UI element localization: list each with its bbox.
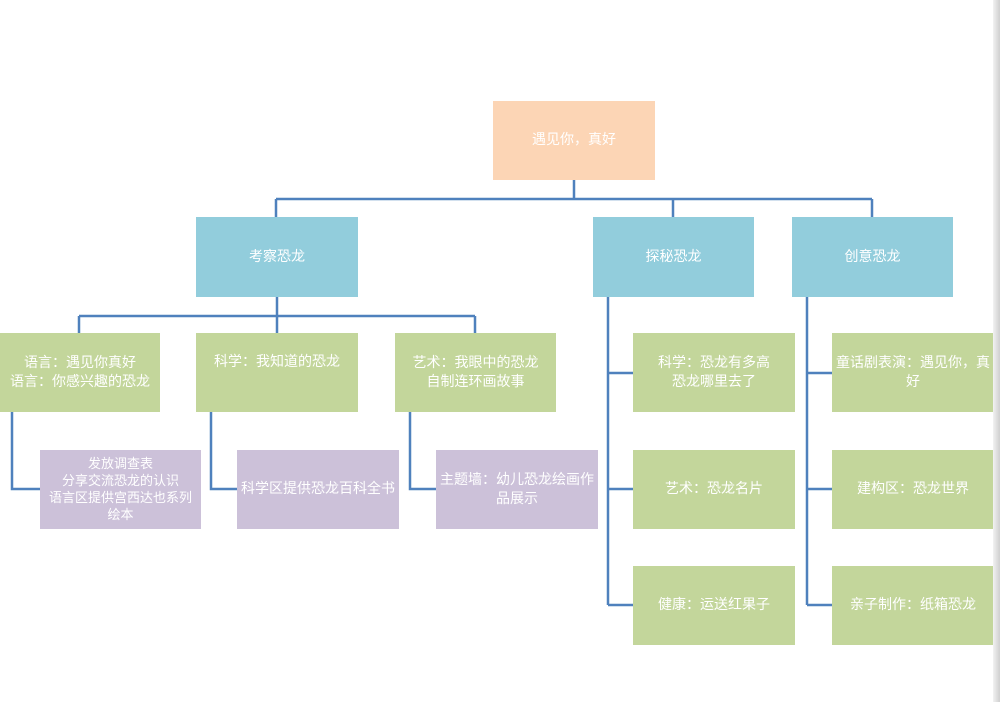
branch-observe-label: 考察恐龙	[249, 248, 305, 265]
observe-art-leaf-node: 主题墙：幼儿恐龙绘画作品展示	[436, 450, 598, 529]
create-child-2-label: 建构区：恐龙世界	[857, 481, 969, 497]
observe-art-node: 艺术：我眼中的恐龙 自制连环画故事	[395, 333, 556, 412]
connector-art-leaf	[408, 412, 436, 491]
create-child-3-label: 亲子制作：纸箱恐龙	[850, 597, 976, 613]
observe-art-label: 艺术：我眼中的恐龙 自制连环画故事	[412, 354, 539, 390]
create-child-2-node: 建构区：恐龙世界	[832, 450, 994, 529]
branch-create-label: 创意恐龙	[844, 248, 901, 265]
explore-child-3-node: 健康：运送红果子	[633, 566, 795, 645]
explore-child-1-label: 科学：恐龙有多高 恐龙哪里去了	[658, 354, 770, 390]
explore-child-2-node: 艺术：恐龙名片	[633, 450, 795, 529]
observe-language-leaf-node: 发放调查表 分享交流恐龙的认识 语言区提供宫西达也系列绘本	[40, 450, 201, 529]
branch-explore-node: 探秘恐龙	[593, 217, 754, 297]
create-child-1-node: 童话剧表演：遇见你，真好	[832, 333, 994, 412]
branch-observe-node: 考察恐龙	[196, 217, 358, 297]
observe-art-leaf-label: 主题墙：幼儿恐龙绘画作品展示	[440, 471, 594, 507]
observe-science-leaf-label: 科学区提供恐龙百科全书	[241, 481, 395, 497]
connector-science-leaf	[209, 412, 237, 491]
root-label: 遇见你，真好	[532, 132, 616, 148]
observe-language-label: 语言：遇见你真好 语言：你感兴趣的恐龙	[10, 354, 150, 390]
observe-language-leaf-label: 发放调查表 分享交流恐龙的认识 语言区提供宫西达也系列绘本	[48, 456, 192, 523]
branch-explore-label: 探秘恐龙	[645, 248, 702, 265]
window-edge-shadow	[993, 0, 1000, 702]
create-child-1-label: 童话剧表演：遇见你，真好	[836, 354, 990, 390]
explore-child-3-label: 健康：运送红果子	[658, 597, 770, 613]
root-node: 遇见你，真好	[493, 101, 655, 180]
observe-language-node: 语言：遇见你真好 语言：你感兴趣的恐龙	[0, 333, 160, 412]
observe-science-leaf-node: 科学区提供恐龙百科全书	[237, 450, 399, 529]
observe-science-label: 科学：我知道的恐龙	[214, 354, 340, 370]
connector-language-leaf	[10, 412, 40, 491]
branch-create-node: 创意恐龙	[792, 217, 953, 297]
explore-child-1-node: 科学：恐龙有多高 恐龙哪里去了	[633, 333, 795, 412]
observe-science-node: 科学：我知道的恐龙	[196, 333, 358, 412]
explore-child-2-label: 艺术：恐龙名片	[665, 481, 763, 497]
create-child-3-node: 亲子制作：纸箱恐龙	[832, 566, 994, 645]
